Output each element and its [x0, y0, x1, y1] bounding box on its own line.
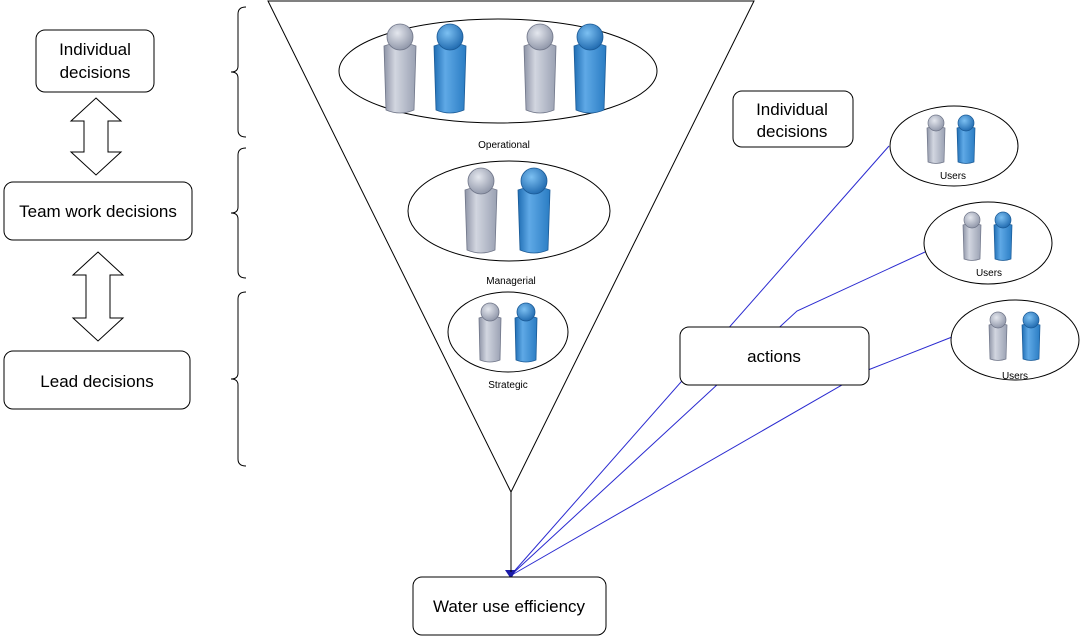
water-use-efficiency-label: Water use efficiency [433, 597, 586, 616]
strategic-group: Strategic [447, 291, 569, 391]
brace-icons [230, 6, 247, 467]
right-individual-line1: Individual [756, 100, 828, 119]
box-lead-decisions: Lead decisions [3, 350, 191, 410]
managerial-group: Managerial [407, 160, 611, 287]
double-arrow-icon-upper [69, 97, 123, 176]
team-work-decisions-label: Team work decisions [19, 202, 177, 221]
users-label-2: Users [976, 268, 1002, 279]
brace-icon-strategic [230, 291, 247, 467]
operational-label: Operational [478, 140, 530, 151]
person-icon [514, 302, 538, 363]
connector-users-2 [509, 251, 926, 577]
strategic-label: Strategic [488, 380, 527, 391]
managerial-label: Managerial [486, 276, 535, 287]
actions-label: actions [747, 347, 801, 366]
person-icon [383, 23, 417, 114]
person-icon [433, 23, 467, 114]
box-water-use-efficiency: Water use efficiency [412, 576, 607, 636]
person-icon [464, 167, 498, 254]
users-group-3: Users [950, 299, 1080, 382]
person-icon [1021, 311, 1041, 361]
person-icon [478, 302, 502, 363]
person-icon [962, 211, 982, 261]
lead-decisions-label: Lead decisions [40, 372, 153, 391]
person-icon [956, 114, 976, 164]
person-icon [517, 167, 551, 254]
person-icon [573, 23, 607, 114]
brace-icon-operational [230, 6, 247, 138]
individual-decisions-line1: Individual [59, 40, 131, 59]
users-group-2: Users [923, 201, 1053, 285]
person-icon [993, 211, 1013, 261]
person-icon [926, 114, 946, 164]
users-label-1: Users [940, 171, 966, 182]
double-arrow-icon-lower [71, 251, 125, 342]
box-individual-decisions: Individual decisions [35, 29, 155, 93]
operational-group: Operational [338, 18, 658, 151]
person-icon [523, 23, 557, 114]
connector-junction [505, 570, 516, 579]
users-group-1: Users [889, 105, 1019, 187]
brace-icon-managerial [230, 147, 247, 279]
right-individual-line2: decisions [757, 122, 828, 141]
box-right-individual-decisions: Individual decisions [732, 90, 854, 148]
box-team-work-decisions: Team work decisions [3, 181, 193, 241]
person-icon [988, 311, 1008, 361]
box-actions: actions [679, 326, 870, 386]
users-label-3: Users [1002, 371, 1028, 382]
individual-decisions-line2: decisions [60, 63, 131, 82]
